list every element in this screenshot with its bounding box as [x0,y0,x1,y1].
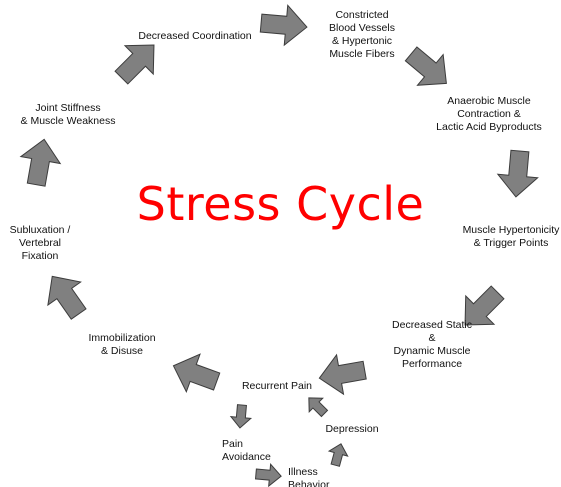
node-joint-stiffness: Joint Stiffness & Muscle Weakness [20,102,116,127]
node-pain-avoidance: Pain Avoidance [222,438,271,463]
arrow-recurrent-to-avoidance [229,404,253,429]
node-muscle-hypertonicity: Muscle Hypertonicity & Trigger Points [462,224,560,249]
node-recurrent-pain: Recurrent Pain [241,380,313,392]
arrow-recurrent-to-immobilization [172,353,221,394]
arrow-avoidance-to-illness [254,462,282,487]
arrow-coordination-to-vessels [259,4,308,47]
arrow-anaerobic-to-hypertonicity [496,149,539,198]
node-decreased-static-dynamic: Decreased Static & Dynamic Muscle Perfor… [392,319,472,370]
diagram-title: Stress Cycle [136,177,425,231]
node-depression: Depression [325,423,379,435]
arrow-stiffness-to-coordination [114,44,155,85]
node-decreased-coordination: Decreased Coordination [138,30,252,42]
arrow-static-to-recurrent [318,353,367,396]
arrow-subluxation-to-stiffness [19,138,62,187]
arrow-vessels-to-anaerobic [404,46,447,86]
node-constricted-blood-vessels: Constricted Blood Vessels & Hypertonic M… [329,9,395,60]
node-illness-behavior: Illness Behavior [288,466,330,487]
arrow-immobilization-to-subluxation [47,275,87,320]
arrow-hypertonicity-to-static [464,285,505,326]
node-subluxation-fixation: Subluxation / Vertebral Fixation [9,224,71,262]
node-immobilization-disuse: Immobilization & Disuse [88,332,156,357]
node-anaerobic-muscle-contraction: Anaerobic Muscle Contraction & Lactic Ac… [436,95,542,133]
arrow-illness-to-depression [327,443,349,467]
arrow-depression-to-recurrent [308,397,329,418]
